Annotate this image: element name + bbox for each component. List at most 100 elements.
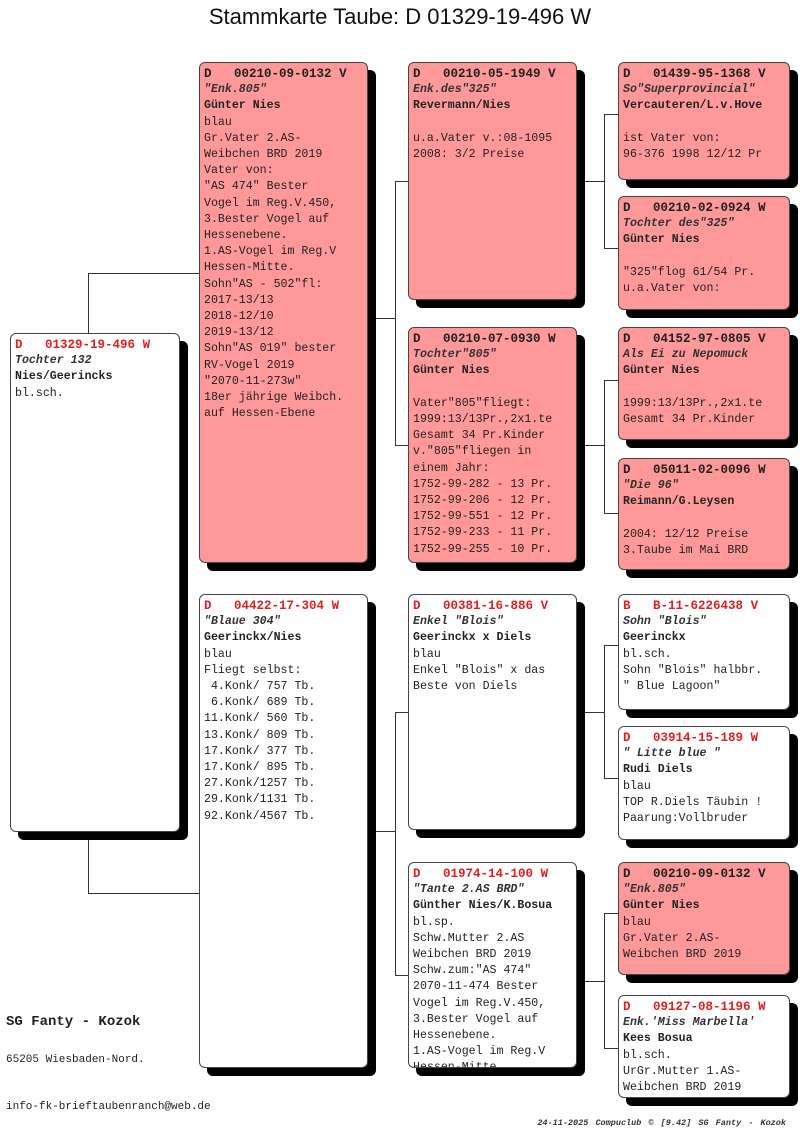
sex-code: V	[540, 599, 549, 613]
breeder: Günter Nies	[204, 99, 281, 113]
page-title: Stammkarte Taube: D 01329-19-496 W	[208, 4, 592, 29]
country-code: D	[413, 332, 421, 346]
ring-number: 04152-97-0805	[653, 332, 751, 346]
country-code: D	[413, 599, 421, 613]
connector-line	[88, 273, 89, 333]
connector-line	[604, 645, 618, 646]
country-code: D	[623, 731, 631, 745]
info-line: 2017-13/13	[204, 293, 274, 307]
breeder: Nies/Geerincks	[15, 370, 113, 384]
info-line: Vater"805"fliegt:	[413, 396, 532, 410]
club-address: 65205 Wiesbaden-Nord.	[6, 1054, 145, 1066]
info-line: Weibchen BRD 2019	[413, 948, 532, 962]
sex-code: W	[540, 867, 549, 881]
ring-header: D 05011-02-0096 W	[623, 462, 785, 478]
pigeon-card-mfm[interactable]: D 03914-15-189 W" Litte blue "Rudi Diels…	[618, 726, 790, 840]
info-line: auf Hessen-Ebene	[204, 407, 316, 421]
ring-number: 00210-05-1949	[443, 67, 541, 81]
pigeon-name: Tochter 132	[15, 354, 92, 368]
pigeon-card-mother[interactable]: D 04422-17-304 W"Blaue 304"Geerinckx/Nie…	[199, 594, 368, 1068]
connector-line	[604, 114, 605, 249]
breeder: Rudi Diels	[623, 763, 693, 777]
info-line: 4.Konk/ 757 Tb.	[204, 680, 316, 694]
connector-line	[395, 712, 408, 713]
ring-number: 00210-09-0132	[653, 867, 751, 881]
country-code: D	[623, 201, 631, 215]
info-line: 2019-13/12	[204, 326, 274, 340]
sex-code: V	[758, 67, 766, 81]
connector-line	[395, 445, 408, 446]
breeder: Reimann/G.Leysen	[623, 495, 735, 509]
info-line: Weibchen BRD 2019	[623, 1081, 742, 1095]
pigeon-name: Enkel "Blois"	[413, 615, 504, 629]
info-line: " Blue Lagoon"	[623, 680, 721, 694]
info-line: Weibchen BRD 2019	[204, 148, 323, 162]
connector-line	[604, 645, 605, 779]
pigeon-name: Als Ei zu Nepomuck	[623, 348, 749, 362]
connector-line	[395, 712, 396, 976]
connector-line	[88, 893, 199, 894]
sex-code: W	[142, 338, 151, 352]
info-line: 3.Bester Vogel auf	[204, 212, 330, 226]
sex-code: W	[758, 1000, 766, 1014]
info-line: 92.Konk/4567 Tb.	[204, 809, 316, 823]
pigeon-name: Tochter"805"	[413, 348, 497, 362]
country-code: D	[413, 867, 421, 881]
info-line	[623, 115, 785, 131]
connector-line	[604, 114, 618, 115]
ring-number: B-11-6226438	[653, 599, 744, 613]
info-line: "AS 474" Bester	[204, 180, 309, 194]
info-line: Hessenebene.	[204, 229, 288, 243]
connector-line	[604, 913, 605, 1049]
country-code: D	[623, 67, 631, 81]
info-line: blau	[204, 115, 232, 129]
breeder: Günter Nies	[623, 233, 700, 247]
connector-line	[395, 181, 408, 182]
info-line: blau	[413, 647, 441, 661]
pigeon-name: Enk.des"325"	[413, 83, 497, 97]
country-code: D	[413, 67, 421, 81]
pigeon-card-fmm[interactable]: D 05011-02-0096 W"Die 96"Reimann/G.Leyse…	[618, 458, 790, 570]
info-line: TOP R.Diels Täubin !	[623, 795, 763, 809]
info-line: einem Jahr:	[413, 461, 490, 475]
info-line: 18er jährige Weibch.	[204, 391, 344, 405]
connector-line	[395, 181, 396, 446]
club-email[interactable]: info-fk-brieftaubenranch@web.de	[6, 1101, 211, 1113]
country-code: D	[623, 332, 631, 346]
pigeon-card-mm[interactable]: D 01974-14-100 W"Tante 2.AS BRD"Günther …	[408, 862, 577, 1068]
sex-code: W	[331, 599, 340, 613]
info-line: 1999:13/13Pr.,2x1.te	[413, 413, 553, 427]
ring-header: D 00210-05-1949 V	[413, 66, 572, 82]
info-line: Vogel im Reg.V.450,	[413, 996, 546, 1010]
pigeon-name: So"Superprovincial"	[623, 83, 756, 97]
info-line: Vater von:	[204, 164, 274, 178]
info-line: u.a.Vater von:	[623, 282, 721, 296]
info-line: Hessen-Mitte.	[413, 1061, 504, 1068]
info-line: blau	[623, 779, 651, 793]
ring-header: D 04152-97-0805 V	[623, 331, 785, 347]
info-line: v."805"fliegen in	[413, 445, 532, 459]
ring-header: D 09127-08-1196 W	[623, 999, 785, 1015]
sex-code: W	[548, 332, 556, 346]
info-line	[623, 249, 785, 265]
info-line: 1752-99-282 - 13 Pr.	[413, 477, 553, 491]
info-line: bl.sch.	[623, 647, 672, 661]
breeder: Günther Nies/K.Bosua	[413, 899, 553, 913]
info-line: 27.Konk/1257 Tb.	[204, 777, 316, 791]
ring-header: D 01974-14-100 W	[413, 866, 572, 882]
sex-code: V	[758, 332, 766, 346]
info-line: 13.Konk/ 809 Tb.	[204, 728, 316, 742]
info-line: Gesamt 34 Pr.Kinder	[623, 413, 756, 427]
connector-line	[585, 712, 604, 713]
